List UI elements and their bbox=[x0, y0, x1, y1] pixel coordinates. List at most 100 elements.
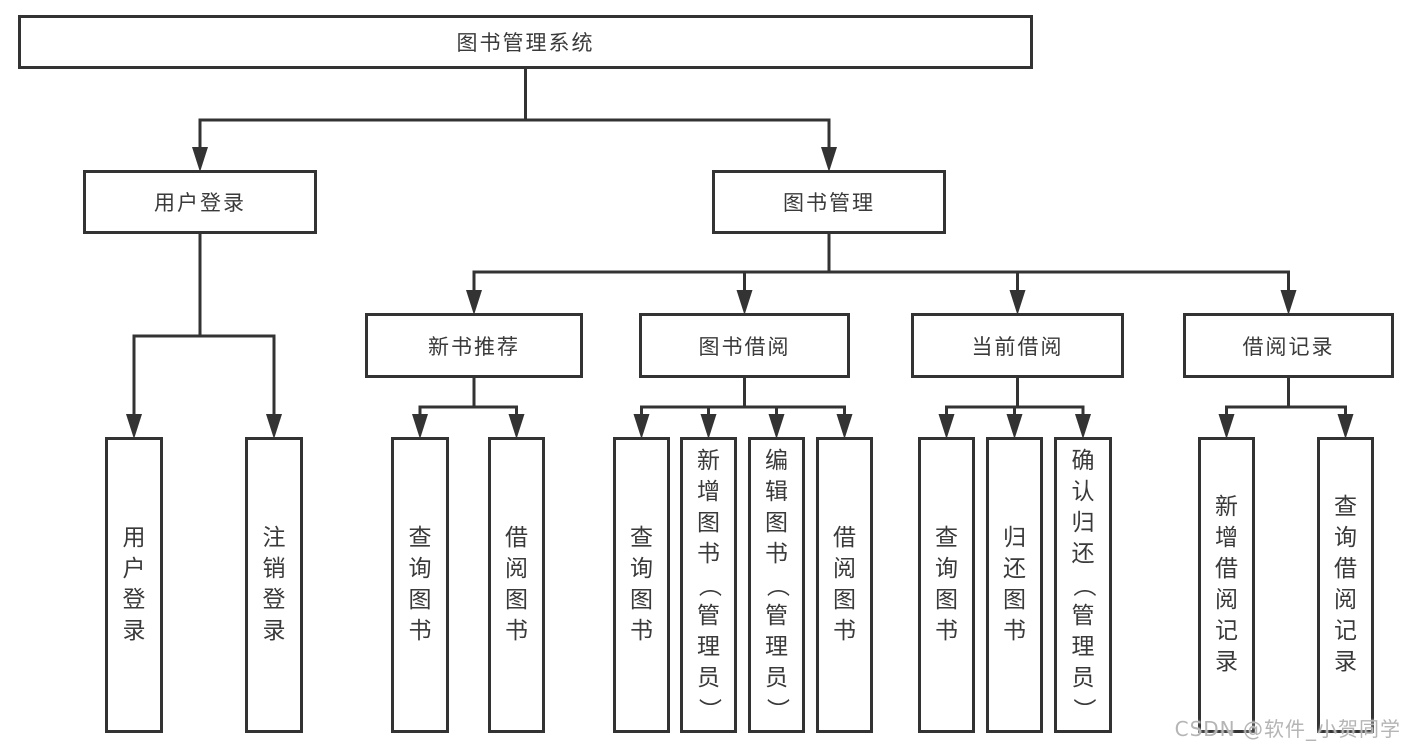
node-label-char: 图 bbox=[765, 509, 788, 536]
node-label-char: 注 bbox=[262, 525, 286, 551]
node-current: 当前借阅 bbox=[911, 313, 1124, 378]
node-label-char: 查 bbox=[408, 525, 432, 551]
node-label-char: 借 bbox=[1334, 556, 1357, 582]
node-nb-borrow: 借阅图书 bbox=[488, 437, 545, 733]
node-label-char: 查 bbox=[1334, 494, 1357, 520]
node-label-char: 管 bbox=[765, 602, 788, 629]
node-label-char: 增 bbox=[697, 478, 720, 505]
node-label-char: 询 bbox=[408, 556, 432, 582]
node-label-char: 书 bbox=[935, 618, 958, 644]
arrowhead bbox=[1218, 414, 1235, 439]
node-label-char: 辑 bbox=[765, 478, 788, 505]
node-label-char: 新 bbox=[697, 447, 720, 474]
node-label-char: 录 bbox=[262, 618, 286, 644]
node-label-char: 阅 bbox=[833, 556, 856, 582]
arrowhead bbox=[1337, 414, 1354, 439]
node-label: 当前借阅 bbox=[971, 334, 1064, 359]
node-cu-return: 归还图书 bbox=[986, 437, 1043, 733]
node-label-char: 理 bbox=[765, 633, 788, 660]
node-label-char: 阅 bbox=[1215, 587, 1238, 613]
node-label-char: 图 bbox=[1003, 587, 1026, 613]
node-label: 新书推荐 bbox=[428, 334, 520, 359]
arrowhead bbox=[412, 414, 428, 439]
node-nb-query: 查询图书 bbox=[391, 437, 449, 733]
node-label-char: 书 bbox=[1003, 618, 1026, 644]
node-label-char: ） bbox=[696, 697, 722, 721]
node-label-char: 查 bbox=[935, 525, 958, 551]
arrowhead bbox=[192, 147, 208, 172]
node-manage: 图书管理 bbox=[712, 170, 946, 234]
node-bw-query: 查询图书 bbox=[613, 437, 670, 733]
node-label-char: 还 bbox=[1071, 540, 1095, 567]
arrowhead bbox=[768, 414, 785, 439]
arrowhead bbox=[1075, 414, 1091, 439]
node-label-char: ） bbox=[764, 697, 790, 721]
node-label-char: 书 bbox=[408, 618, 432, 644]
node-bw-edit: 编辑图书（管理员） bbox=[748, 437, 805, 733]
node-label-char: 登 bbox=[122, 587, 146, 613]
node-label-char: 录 bbox=[122, 618, 146, 644]
node-root: 图书管理系统 bbox=[18, 15, 1033, 69]
node-label-char: 增 bbox=[1215, 525, 1238, 551]
node-label-char: 阅 bbox=[1334, 587, 1357, 613]
node-rc-add: 新增借阅记录 bbox=[1198, 437, 1255, 733]
node-label: 借阅记录 bbox=[1242, 334, 1335, 359]
node-label-char: 新 bbox=[1215, 494, 1238, 520]
node-records: 借阅记录 bbox=[1183, 313, 1394, 378]
arrowhead bbox=[508, 414, 525, 439]
arrowhead bbox=[736, 290, 753, 315]
node-label-char: 借 bbox=[505, 525, 528, 551]
node-label-char: 图 bbox=[505, 587, 528, 613]
node-label-char: 用 bbox=[122, 525, 146, 551]
node-label-char: 理 bbox=[1071, 633, 1095, 660]
node-label-char: 登 bbox=[262, 587, 286, 613]
node-label-char: 员 bbox=[697, 664, 720, 691]
node-label-char: 询 bbox=[1334, 525, 1357, 551]
arrowhead bbox=[266, 414, 282, 439]
node-cu-confirm: 确认归还（管理员） bbox=[1054, 437, 1112, 733]
node-label-char: （ bbox=[1070, 573, 1097, 597]
node-label-char: 图 bbox=[408, 587, 432, 613]
node-label-char: 理 bbox=[697, 633, 720, 660]
node-label: 用户登录 bbox=[154, 191, 246, 215]
node-user-login: 用户登录 bbox=[105, 437, 163, 733]
node-label-char: 查 bbox=[630, 525, 653, 551]
node-label-char: 询 bbox=[935, 556, 958, 582]
node-login: 用户登录 bbox=[83, 170, 317, 234]
node-label-char: 书 bbox=[833, 618, 856, 644]
node-label-char: 书 bbox=[505, 618, 528, 644]
arrowhead bbox=[1009, 290, 1026, 315]
node-label-char: 归 bbox=[1003, 525, 1026, 551]
arrowhead bbox=[1006, 414, 1023, 439]
node-label: 图书管理 bbox=[783, 191, 875, 215]
node-bw-add: 新增图书（管理员） bbox=[680, 437, 737, 733]
watermark: CSDN @软件_小贺同学 bbox=[1174, 717, 1401, 741]
arrowhead bbox=[700, 414, 717, 439]
node-label: 图书管理系统 bbox=[456, 31, 595, 55]
node-cu-query: 查询图书 bbox=[918, 437, 975, 733]
node-label-char: 借 bbox=[1215, 556, 1238, 582]
node-label-char: 图 bbox=[697, 509, 720, 536]
node-label-char: 图 bbox=[833, 587, 856, 613]
arrowhead bbox=[938, 414, 955, 439]
node-label-char: 录 bbox=[1215, 649, 1238, 675]
node-label-char: 编 bbox=[765, 447, 788, 474]
node-rc-query: 查询借阅记录 bbox=[1317, 437, 1374, 733]
arrowhead bbox=[466, 290, 482, 315]
node-label-char: 借 bbox=[833, 525, 856, 551]
node-label-char: 记 bbox=[1215, 618, 1238, 644]
node-newbooks: 新书推荐 bbox=[365, 313, 583, 378]
node-label-char: 管 bbox=[697, 602, 720, 629]
node-label: 图书借阅 bbox=[698, 334, 791, 359]
node-bw-borrow: 借阅图书 bbox=[816, 437, 873, 733]
arrowhead bbox=[821, 147, 837, 172]
node-label-char: 还 bbox=[1003, 556, 1026, 582]
node-label-char: 户 bbox=[122, 556, 146, 582]
node-label-char: 书 bbox=[765, 540, 788, 567]
node-label-char: 记 bbox=[1334, 618, 1357, 644]
node-label-char: 询 bbox=[630, 556, 653, 582]
node-label-char: 书 bbox=[697, 540, 720, 567]
node-label-char: 阅 bbox=[505, 556, 528, 582]
